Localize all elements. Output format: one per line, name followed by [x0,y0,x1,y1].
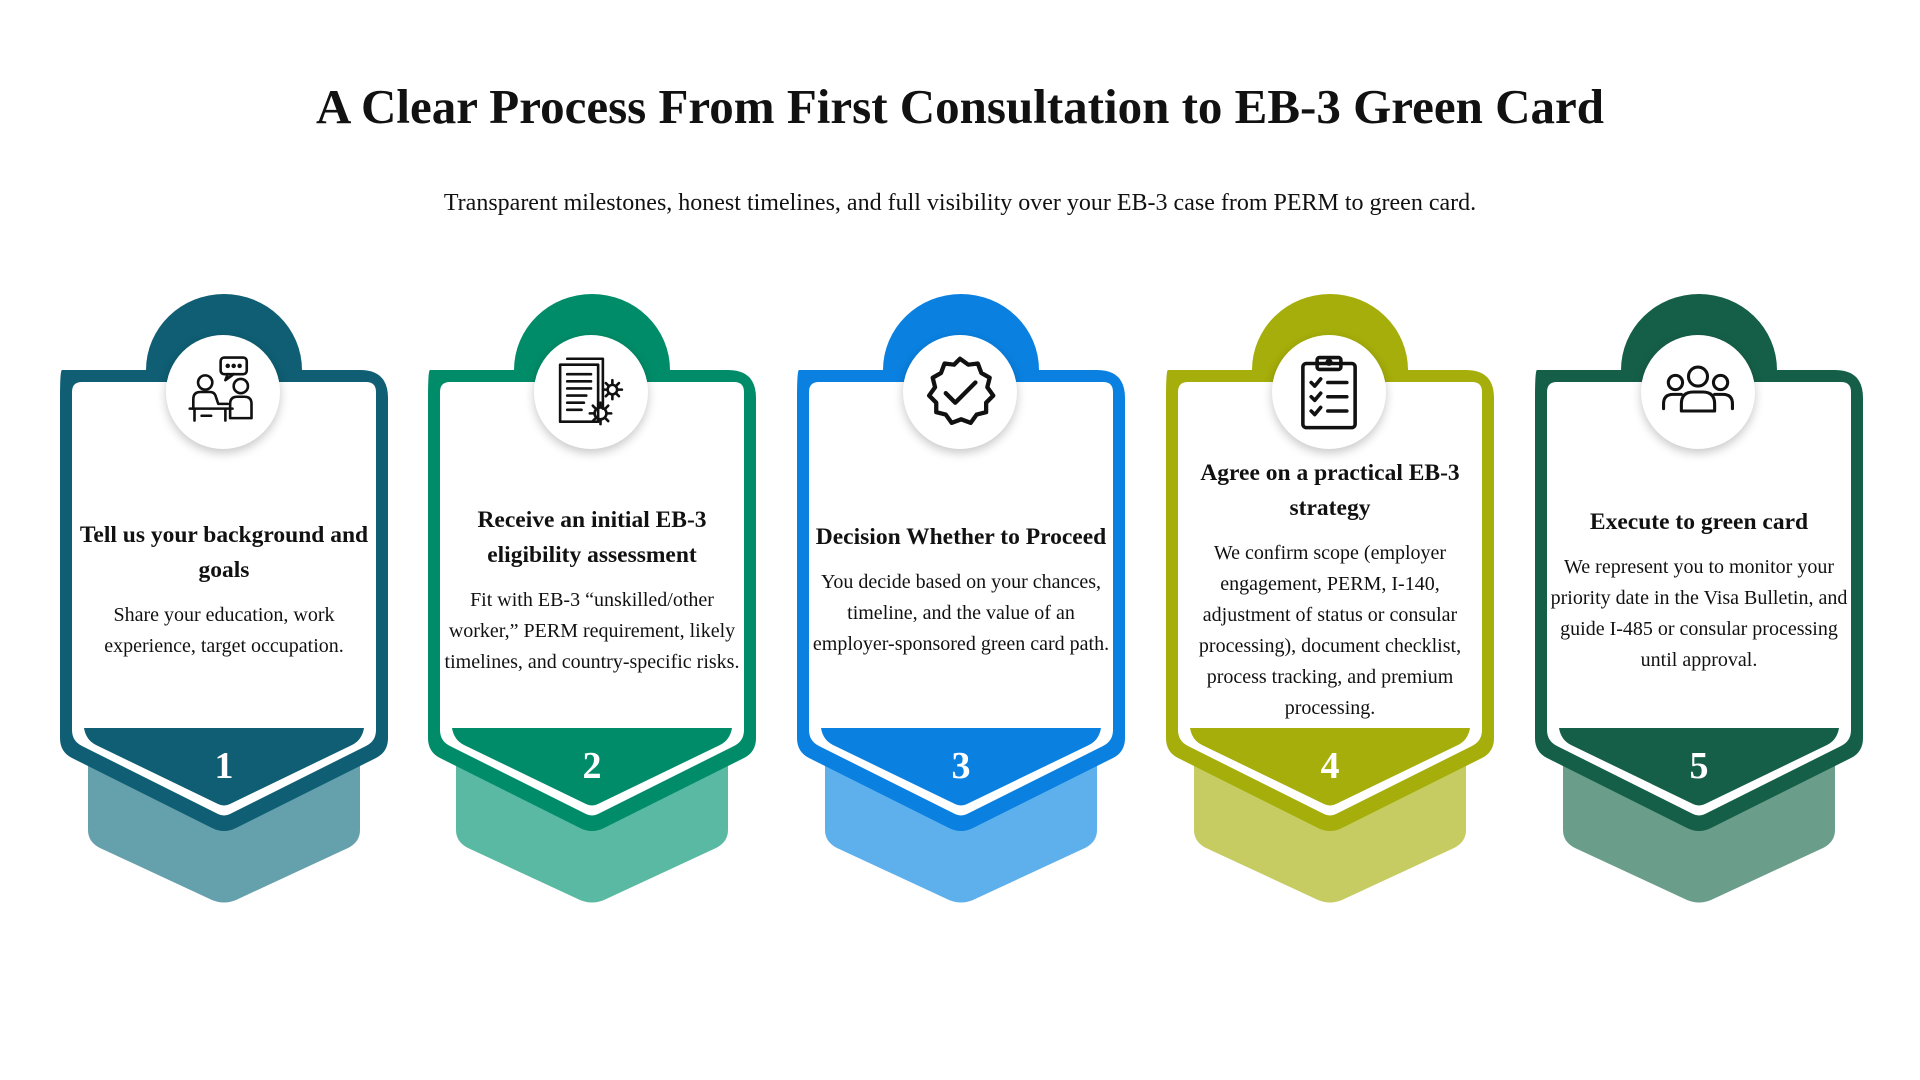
step-card-2: Receive an initial EB-3 eligibility asse… [416,294,768,903]
step-number: 4 [1320,745,1340,787]
verified-badge-icon [926,356,996,426]
step-title: Execute to green card [1589,508,1809,535]
document-gear-icon [558,357,624,426]
step-icon-circle [534,335,648,449]
page-subtitle: Transparent milestones, honest timelines… [443,190,1477,216]
step-icon-circle [903,335,1017,449]
step-description: You decide based on your chances, timeli… [812,571,1110,655]
step-icon-circle [1641,335,1755,449]
step-description: Share your education, work experience, t… [104,604,344,657]
step-card-frame [60,294,388,903]
step-card-frame [1166,294,1494,903]
step-description: Fit with EB-3 “unskilled/other worker,” … [444,588,740,673]
step-number: 2 [582,745,602,787]
step-number: 5 [1689,745,1709,787]
page-title: A Clear Process From First Consultation … [316,79,1604,134]
group-icon [1662,365,1734,413]
clipboard-checklist-icon [1301,355,1357,430]
step-title: Receive an initial EB-3 eligibility asse… [477,506,707,568]
step-title: Tell us your background and goals [79,522,369,583]
step-content: Execute to green card We represent you to… [1545,450,1853,730]
consultation-icon [188,356,253,422]
step-icon-circle [166,335,280,449]
step-card-4: Agree on a practical EB-3 strategy We con… [1154,294,1506,903]
step-content: Agree on a practical EB-3 strategy We con… [1176,450,1484,730]
step-card-frame [797,294,1125,903]
step-card-5: Execute to green card We represent you to… [1523,294,1875,903]
step-description: We represent you to monitor your priorit… [1550,555,1848,671]
step-title: Decision Whether to Proceed [815,524,1107,550]
step-description: We confirm scope (employer engagement, P… [1198,542,1462,719]
step-icon-circle [1272,335,1386,449]
step-content: Receive an initial EB-3 eligibility asse… [438,450,746,730]
step-number: 1 [214,745,234,787]
step-card-frame [1535,294,1863,903]
step-title: Agree on a practical EB-3 strategy [1200,460,1460,521]
step-number: 3 [951,745,971,787]
